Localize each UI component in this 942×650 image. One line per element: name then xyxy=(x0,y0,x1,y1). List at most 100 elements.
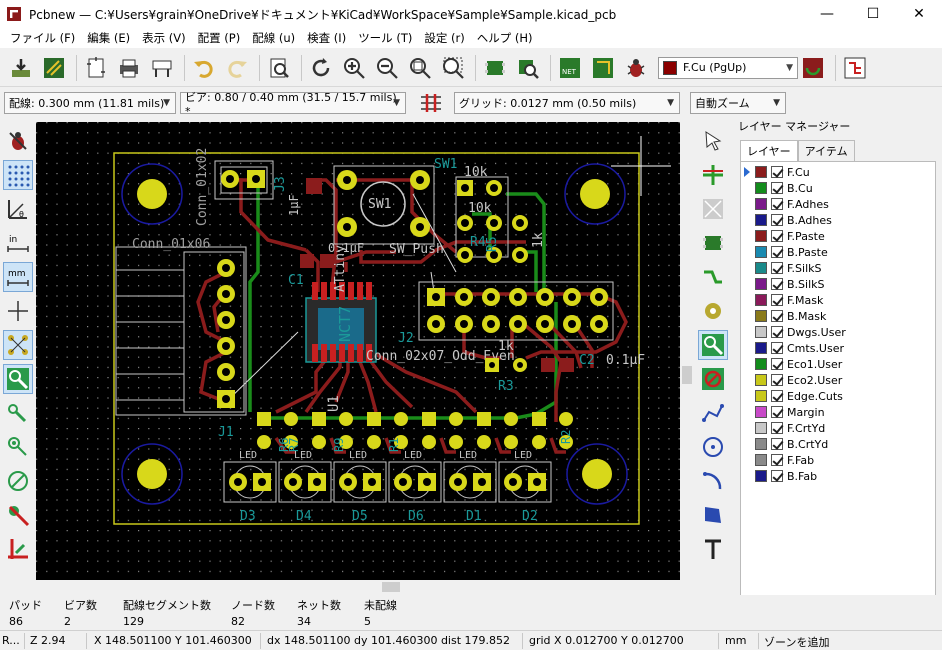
layer-color-swatch[interactable] xyxy=(755,166,767,178)
via-size-select[interactable]: ビア: 0.80 / 0.40 mm (31.5 / 15.7 mils) * … xyxy=(180,91,406,118)
tab-items[interactable]: アイテム xyxy=(797,140,855,161)
undo-button[interactable] xyxy=(189,53,219,83)
pcb-canvas[interactable]: Conn_01x02 J3 1μF C1 0.1μF SW1 xyxy=(36,122,680,580)
layer-color-swatch[interactable] xyxy=(755,342,767,354)
active-layer-select[interactable]: F.Cu (PgUp) ▼ xyxy=(658,56,798,79)
layer-color-swatch[interactable] xyxy=(755,310,767,322)
menu-inspect[interactable]: 検査 (I) xyxy=(307,31,347,45)
layer-visibility-checkbox[interactable] xyxy=(771,262,783,274)
netlist-button[interactable]: NET xyxy=(555,53,585,83)
menu-tools[interactable]: ツール (T) xyxy=(358,31,413,45)
layer-color-swatch[interactable] xyxy=(755,278,767,290)
menu-route[interactable]: 配線 (u) xyxy=(252,31,296,45)
layer-row[interactable]: Cmts.User xyxy=(741,340,935,356)
grid-select[interactable]: グリッド: 0.0127 mm (0.50 mils) ▼ xyxy=(454,92,680,114)
layer-row[interactable]: F.Adhes xyxy=(741,196,935,212)
layer-visibility-checkbox[interactable] xyxy=(771,182,783,194)
layer-visibility-checkbox[interactable] xyxy=(771,358,783,370)
zoom-in-button[interactable] xyxy=(339,53,369,83)
highlight-net-button[interactable] xyxy=(698,160,728,190)
microwave-toggle[interactable] xyxy=(3,534,33,564)
layer-color-swatch[interactable] xyxy=(755,454,767,466)
layer-visibility-checkbox[interactable] xyxy=(771,278,783,290)
layer-visibility-checkbox[interactable] xyxy=(771,326,783,338)
select-tool-button[interactable] xyxy=(698,126,728,156)
layer-row[interactable]: Dwgs.User xyxy=(741,324,935,340)
layer-row[interactable]: Edge.Cuts xyxy=(741,388,935,404)
menu-view[interactable]: 表示 (V) xyxy=(142,31,186,45)
menu-edit[interactable]: 編集 (E) xyxy=(87,31,131,45)
layer-color-swatch[interactable] xyxy=(755,470,767,482)
layer-color-swatch[interactable] xyxy=(755,262,767,274)
local-ratsnest-button[interactable] xyxy=(698,194,728,224)
minimize-button[interactable]: — xyxy=(820,6,834,22)
layer-visibility-checkbox[interactable] xyxy=(771,230,783,242)
layer-row[interactable]: B.Cu xyxy=(741,180,935,196)
zoom-out-button[interactable] xyxy=(372,53,402,83)
add-via-button[interactable] xyxy=(698,296,728,326)
redo-button[interactable] xyxy=(222,53,252,83)
layer-color-swatch[interactable] xyxy=(755,182,767,194)
add-line-button[interactable] xyxy=(698,398,728,428)
layer-visibility-checkbox[interactable] xyxy=(771,342,783,354)
close-button[interactable]: ✕ xyxy=(913,6,925,22)
vertical-scrollbar[interactable] xyxy=(680,122,694,580)
layer-visibility-checkbox[interactable] xyxy=(771,198,783,210)
layer-row[interactable]: F.Fab xyxy=(741,452,935,468)
layer-color-swatch[interactable] xyxy=(755,246,767,258)
footprint-editor-button[interactable] xyxy=(480,53,510,83)
layer-color-swatch[interactable] xyxy=(755,390,767,402)
layer-color-swatch[interactable] xyxy=(755,406,767,418)
layer-row[interactable]: F.Mask xyxy=(741,292,935,308)
layer-row[interactable]: F.Paste xyxy=(741,228,935,244)
zones-fill-toggle[interactable] xyxy=(3,466,33,496)
layer-color-swatch[interactable] xyxy=(755,230,767,242)
layer-visibility-checkbox[interactable] xyxy=(771,166,783,178)
find-button[interactable] xyxy=(264,53,294,83)
layer-row[interactable]: F.CrtYd xyxy=(741,420,935,436)
high-contrast-toggle[interactable] xyxy=(3,500,33,530)
grid-toggle[interactable] xyxy=(3,160,33,190)
layer-color-swatch[interactable] xyxy=(755,374,767,386)
layer-visibility-checkbox[interactable] xyxy=(771,294,783,306)
board-setup-button[interactable] xyxy=(39,53,69,83)
ratsnest-toggle[interactable] xyxy=(3,330,33,360)
keepout-button[interactable] xyxy=(698,364,728,394)
drc-button[interactable] xyxy=(621,53,651,83)
footprint-viewer-button[interactable] xyxy=(513,53,543,83)
layer-visibility-checkbox[interactable] xyxy=(771,470,783,482)
layer-visibility-checkbox[interactable] xyxy=(771,454,783,466)
redraw-button[interactable] xyxy=(306,53,336,83)
auto-track-width-button[interactable] xyxy=(416,88,446,118)
layer-visibility-checkbox[interactable] xyxy=(771,406,783,418)
layer-pair-button[interactable] xyxy=(798,53,828,83)
layer-visibility-checkbox[interactable] xyxy=(771,422,783,434)
layer-row[interactable]: B.CrtYd xyxy=(741,436,935,452)
layer-color-swatch[interactable] xyxy=(755,294,767,306)
layer-row[interactable]: B.Fab xyxy=(741,468,935,484)
layer-color-swatch[interactable] xyxy=(755,198,767,210)
layer-color-swatch[interactable] xyxy=(755,214,767,226)
add-polygon-button[interactable] xyxy=(698,500,728,530)
route-track-button[interactable] xyxy=(698,262,728,292)
add-zone-button[interactable] xyxy=(698,330,728,360)
menu-preferences[interactable]: 設定 (r) xyxy=(424,31,465,45)
scripting-console-button[interactable] xyxy=(840,53,870,83)
units-mm-toggle[interactable]: mm xyxy=(3,262,33,292)
layer-color-swatch[interactable] xyxy=(755,326,767,338)
track-width-select[interactable]: 配線: 0.300 mm (11.81 mils) ▼ xyxy=(4,92,176,114)
menu-place[interactable]: 配置 (P) xyxy=(197,31,241,45)
zoom-selection-button[interactable] xyxy=(438,53,468,83)
menu-help[interactable]: ヘルプ (H) xyxy=(476,31,533,45)
zoom-fit-button[interactable] xyxy=(405,53,435,83)
save-board-button[interactable] xyxy=(6,53,36,83)
drc-markers-toggle[interactable] xyxy=(3,126,33,156)
layer-color-swatch[interactable] xyxy=(755,358,767,370)
layer-row[interactable]: B.Mask xyxy=(741,308,935,324)
layer-row[interactable]: Margin xyxy=(741,404,935,420)
polar-coords-toggle[interactable]: θ xyxy=(3,194,33,224)
horizontal-scrollbar[interactable] xyxy=(36,580,680,594)
zoom-select[interactable]: 自動ズーム ▼ xyxy=(690,92,786,114)
add-footprint-button[interactable] xyxy=(698,228,728,258)
scripting-button[interactable] xyxy=(588,53,618,83)
